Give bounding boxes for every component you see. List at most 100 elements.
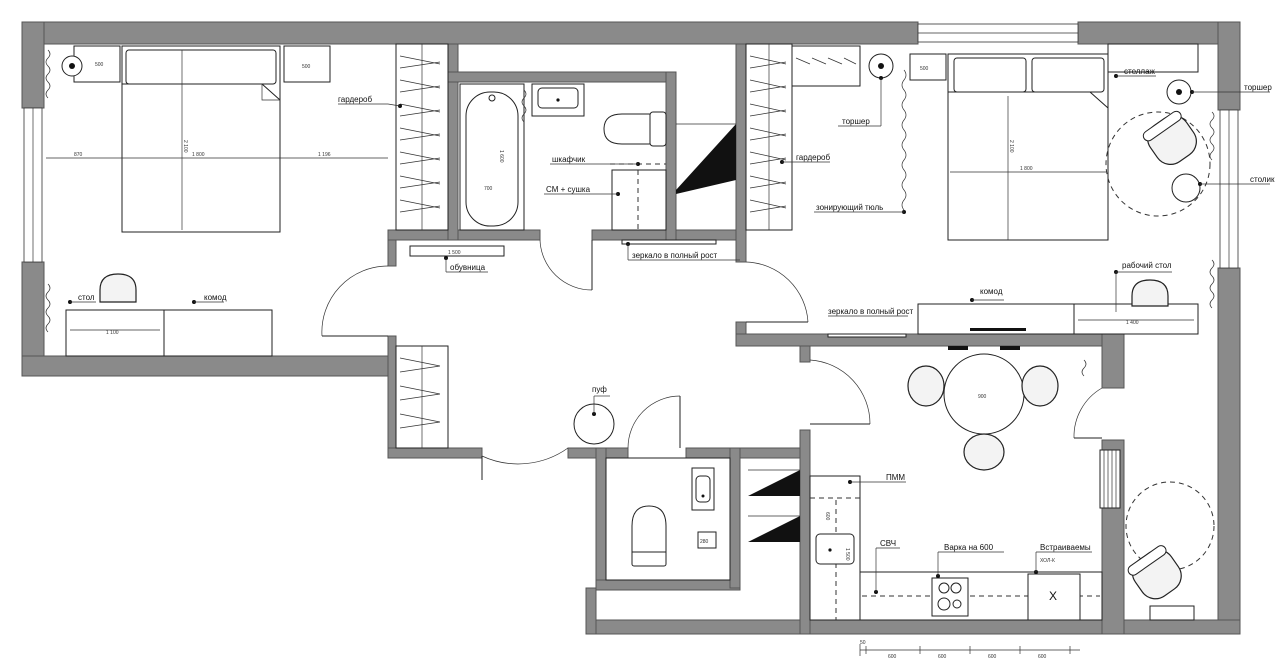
label-washer: СМ + сушка [546,185,591,194]
svg-text:X: X [1049,589,1057,603]
label-dresser-1: комод [204,293,227,302]
svg-text:2 100: 2 100 [1008,140,1014,153]
label-wardrobe-1: гардероб [338,95,372,104]
door-bedroom1 [321,265,389,337]
shelving [1107,43,1199,73]
dresser-bedroom1 [163,309,273,357]
label-wardrobe-2: гардероб [796,153,830,162]
desk [1073,303,1199,335]
label-floor-lamp-2: торшер [1244,83,1272,92]
scale-ruler: 50 600 600 600 600 [859,640,1080,660]
door-wc [627,395,681,449]
wall-top-left [21,21,919,45]
svg-text:1 400: 1 400 [1126,320,1139,326]
label-dresser-2: комод [980,287,1003,296]
label-dishwasher: ПММ [886,473,905,482]
radiator [1099,449,1121,509]
toilet-bath [603,113,651,145]
hallway: пуф [395,345,681,480]
door-bedroom2 [745,261,809,323]
armchair-area [1105,111,1211,217]
wall-left-top [21,21,45,109]
svg-text:600: 600 [938,654,947,660]
dining-chair-right [1021,365,1059,407]
nightstand-right [283,45,331,83]
label-shoe-rack: обувница [450,263,486,272]
wall-bath-top [447,71,675,83]
svg-text:ХОЛ-К: ХОЛ-К [1040,558,1055,564]
label-hob: Варка на 600 [944,543,994,552]
builtin-appliance [1027,573,1081,621]
toilet-bath-tank [649,111,667,147]
chair-desk [1131,279,1169,307]
wc: 280 [605,457,800,581]
svg-text:600: 600 [1038,654,1047,660]
label-cabinet: шкафчик [552,155,586,164]
wall-right-top [1217,21,1241,111]
svg-text:1 500: 1 500 [844,548,850,561]
label-pouf: пуф [592,385,607,394]
dining-chair-left [907,365,945,407]
zoning-tulle [901,69,907,211]
svg-text:500: 500 [95,62,104,68]
kitchen: 900 600 1 500 X [809,346,1215,621]
label-shelving: стеллаж [1124,67,1156,76]
svg-text:1 196: 1 196 [318,152,331,158]
wc-toilet [631,505,667,553]
svg-text:1 500: 1 500 [448,250,461,256]
label-tulle: зонирующий тюль [816,203,883,212]
bedroom-1: 500 500 2 100 1 800 870 1 196 гардероб 1… [45,43,449,357]
svg-text:2 100: 2 100 [182,140,188,153]
wall-bath-right [665,71,677,241]
label-microwave: СВЧ [880,539,896,548]
wedge-1 [676,124,736,194]
door-bathroom [539,239,593,291]
nightstand-2 [909,53,947,81]
hob [931,577,969,617]
svg-text:1 800: 1 800 [1020,166,1033,172]
curtain-left-bottom [45,283,51,333]
shoe-rack [409,245,505,257]
curtain-left-top [45,49,51,99]
door-kitchen [809,359,871,425]
svg-text:1 600: 1 600 [498,150,504,163]
label-builtin: Встраиваемы [1040,543,1091,552]
svg-text:600: 600 [988,654,997,660]
svg-text:870: 870 [74,152,83,158]
walls [21,21,1241,635]
svg-text:900: 900 [978,394,987,400]
wall-bath-bottom-left [387,229,541,241]
svg-text:1 100: 1 100 [106,330,119,336]
kitchen-sink [815,533,855,565]
label-floor-lamp-1: торшер [842,117,870,126]
table-bedroom1 [65,309,165,357]
chair-bedroom1 [99,273,137,303]
bathroom: 1 600 700 шкафчик СМ + сушка [459,83,667,291]
wall-bedroom1-bottom [21,355,397,377]
svg-text:600: 600 [824,512,830,521]
bedroom-2: гардероб торшер зонирующий тюль 500 2 10… [745,43,1275,338]
label-side-table: столик [1250,175,1275,184]
wall-bedroom2-bottom [735,333,1119,347]
wall-bottom [585,619,1241,635]
svg-text:600: 600 [888,654,897,660]
side-table [1171,173,1201,203]
wall-right-bottom [1217,267,1241,635]
label-desk: рабочий стол [1122,261,1172,270]
dining-chair-bottom [963,433,1005,471]
wardrobe-1-hangers [399,55,441,213]
label-table: стол [78,293,95,302]
wall-bedroom2-left [735,43,747,263]
svg-text:500: 500 [920,66,929,72]
svg-text:280: 280 [700,539,709,545]
label-mirror-1: зеркало в полный рост [632,251,718,260]
wall-bath-bottom-right [591,229,739,241]
wall-top-right [1077,21,1241,45]
door-entrance [481,447,569,465]
label-mirror-2: зеркало в полный рост [828,307,914,316]
svg-text:1 800: 1 800 [192,152,205,158]
svg-text:500: 500 [302,64,311,70]
svg-text:700: 700 [484,186,493,192]
washer-dryer [611,169,667,231]
